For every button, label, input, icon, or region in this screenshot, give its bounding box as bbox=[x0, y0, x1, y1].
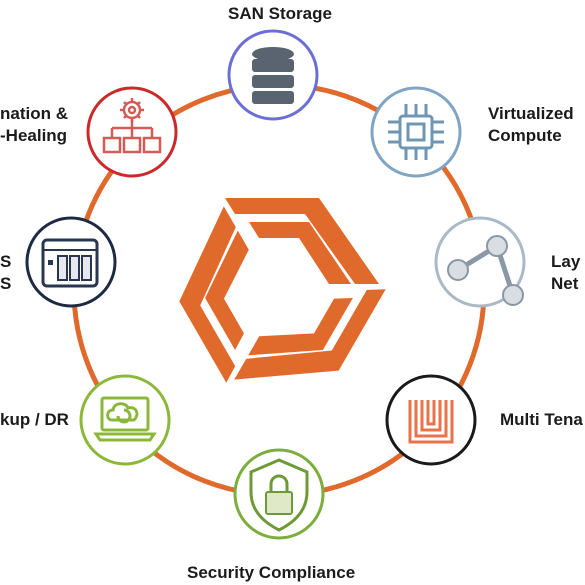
center-logo bbox=[149, 198, 386, 423]
node-virtualized-compute[interactable] bbox=[370, 86, 462, 178]
node-automation-self-healing[interactable] bbox=[86, 86, 178, 178]
cpu-chip-icon bbox=[388, 104, 444, 160]
node-layer-network[interactable] bbox=[434, 216, 526, 308]
label-san-storage: SAN Storage bbox=[228, 4, 332, 23]
node-security-compliance[interactable] bbox=[233, 448, 325, 540]
node-nas[interactable] bbox=[25, 216, 117, 308]
label-backup-dr: kup / DR bbox=[0, 410, 69, 429]
cloud-laptop-icon bbox=[93, 396, 157, 442]
nas-device-icon bbox=[41, 238, 99, 288]
shield-lock-icon bbox=[249, 458, 309, 532]
node-san-storage[interactable] bbox=[227, 29, 319, 121]
label-virtualized-compute: Virtualized Compute bbox=[488, 104, 574, 145]
nested-tenants-icon bbox=[408, 400, 454, 444]
network-nodes-icon bbox=[447, 235, 524, 306]
label-layer-network: Lay Net bbox=[551, 252, 581, 293]
node-backup-dr[interactable] bbox=[79, 374, 171, 466]
label-security-compliance: Security Compliance bbox=[187, 563, 356, 582]
database-icon bbox=[252, 47, 294, 104]
label-nas: S S bbox=[0, 252, 12, 293]
label-multi-tenancy: Multi Tena bbox=[500, 410, 583, 429]
label-automation-self-healing: nation & -Healing bbox=[0, 104, 68, 145]
gear-workflow-icon bbox=[102, 98, 162, 154]
node-multi-tenancy[interactable] bbox=[385, 374, 477, 466]
